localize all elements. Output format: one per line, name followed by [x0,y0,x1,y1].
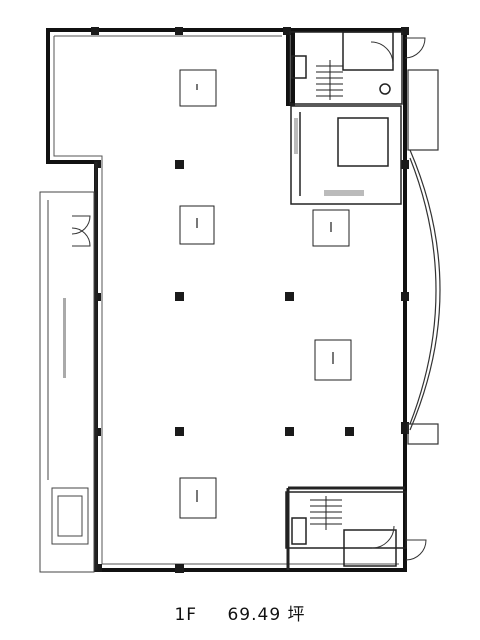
door-swing [71,227,91,247]
toilet-room [342,31,394,71]
elevator-shaft [290,105,402,205]
service-tag [294,118,298,154]
inner-wall-lines [53,35,399,565]
toilet-fixture [379,83,391,95]
left-door [71,215,91,247]
curved-facade-outer [409,149,441,431]
closet [291,55,307,79]
column [401,160,409,169]
column [175,160,184,169]
column [401,27,409,35]
elevator-texts [294,118,364,196]
fixture-mark [196,490,198,502]
signboard-inner [57,495,83,537]
floor-label: 1F [174,605,198,625]
column [94,564,102,572]
lower-core-room [285,491,407,549]
light-fixtures [179,69,352,519]
column [345,427,354,436]
walkway-strip [39,191,95,573]
lower-closet [291,517,307,545]
door-swings-lower [371,525,427,561]
upper-service-core [289,31,403,105]
elevator-tag [324,190,364,196]
stair-treads [316,60,343,100]
facade [407,69,441,445]
lower-stair-treads [310,496,342,530]
column [175,564,184,573]
fixture-mark [196,218,198,228]
door-swing [71,215,91,235]
fixture-mark [330,222,332,232]
area-label: 69.49 坪 [227,605,306,625]
column [91,27,99,35]
light-fixture-marks [196,84,334,502]
column [401,292,409,301]
lower-service-core [285,491,407,567]
elevator-cab [337,117,389,167]
lower-toilet [343,529,397,567]
entrance-step-bottom [407,423,439,445]
curved-facade-inner [409,157,437,425]
fixture-mark [332,352,334,364]
door-swings-upper [370,37,426,65]
partitions [94,162,405,570]
walkway-text-mark [63,298,66,378]
column [175,427,184,436]
fixture-mark [196,84,198,90]
column [175,27,183,35]
upper-core-room [289,31,403,105]
floor-caption: 1F 69.49 坪 [0,600,480,630]
signboard [51,487,89,545]
door-swing [371,525,395,549]
column [285,292,294,301]
walkway-text [63,298,66,378]
entrance-step [407,69,439,151]
column [283,27,291,35]
floor-plan [39,27,441,573]
left-walkway [39,191,95,573]
door-swing [370,41,394,65]
light-fixture [179,477,217,519]
column [175,292,184,301]
elevator-room [290,105,402,205]
column [401,422,409,434]
door-swing [405,539,427,561]
inner-outline [53,35,399,565]
column [285,427,294,436]
columns [91,27,409,573]
door-swing [404,37,426,59]
